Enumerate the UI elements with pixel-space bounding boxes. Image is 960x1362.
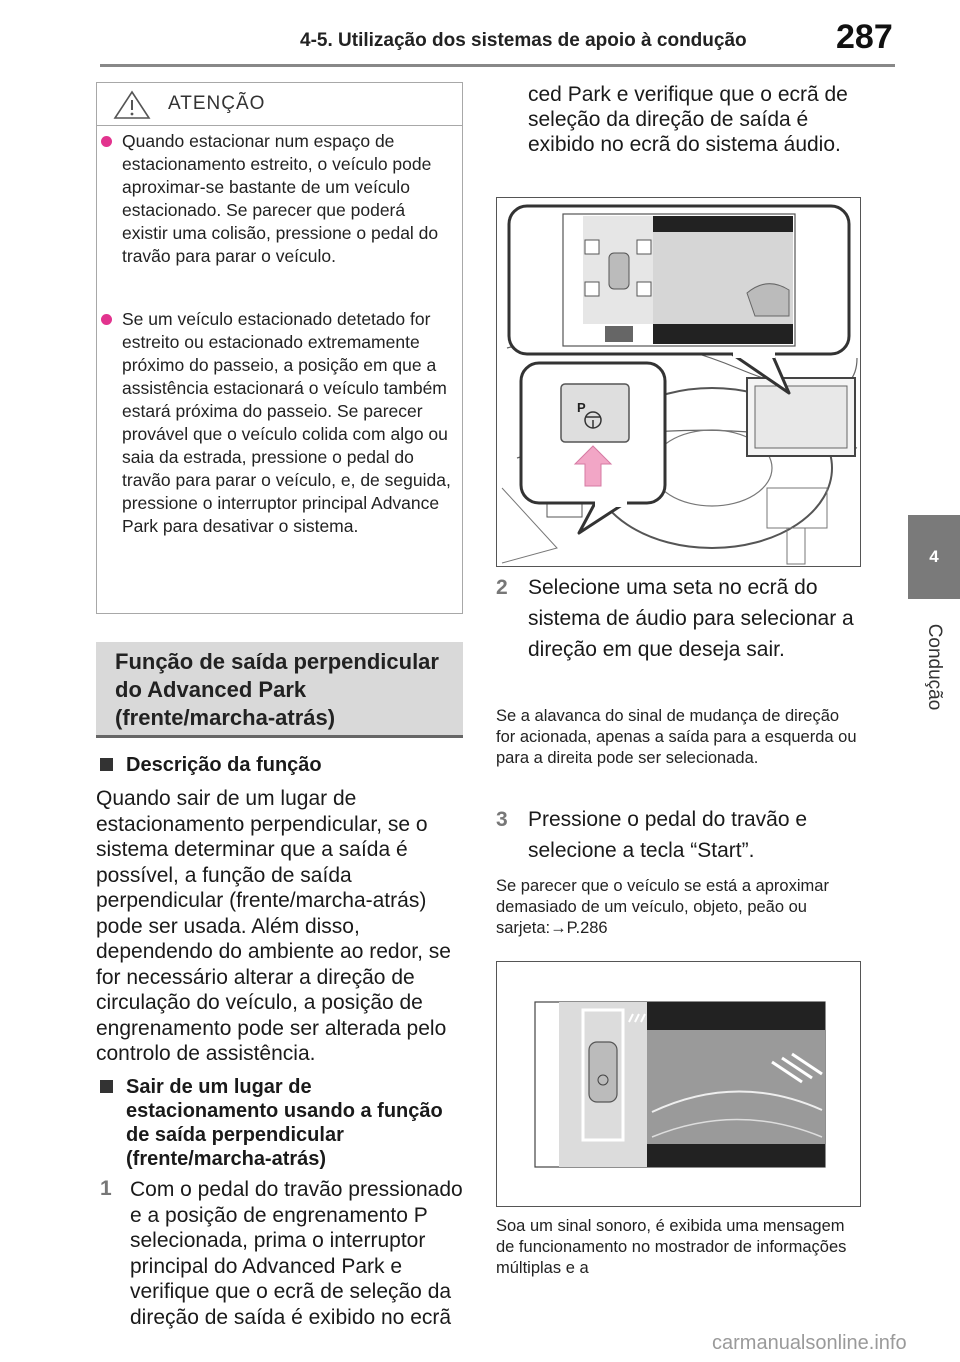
figure-dashboard: P — [496, 197, 861, 567]
header-rule — [100, 64, 895, 67]
chapter-label-text: Condução — [924, 623, 945, 711]
step-1-continuation: ced Park e verifique que o ecrã de seleç… — [528, 83, 848, 156]
section-title: Função de saída perpendicular do Advance… — [115, 649, 439, 730]
warning-item-1: Quando estacionar num espaço de estacion… — [122, 131, 439, 266]
note-turn-signal: Se a alavanca do sinal de mudança de dir… — [496, 707, 857, 767]
step-number-2: 2 — [496, 576, 508, 599]
note-beep: Soa um sinal sonoro, é exibida uma mensa… — [496, 1217, 847, 1277]
camera-screen-illustration — [534, 1001, 826, 1168]
description-text: Quando sair de um lugar de estacionament… — [96, 787, 451, 1065]
step-1-text: Com o pedal do travão pressionado e a po… — [130, 1178, 463, 1329]
running-header: 4-5. Utilização dos sistemas de apoio à … — [300, 30, 747, 51]
figure-camera-screen — [496, 961, 861, 1207]
step-3-text: Pressione o pedal do travão e selecione … — [528, 808, 808, 862]
square-bullet-icon — [100, 758, 113, 771]
figure-p-letter: P — [577, 400, 586, 415]
warning-triangle-icon — [113, 90, 151, 119]
chapter-tab: 4 — [908, 515, 960, 599]
bullet-icon — [101, 136, 112, 147]
square-bullet-icon — [100, 1080, 113, 1093]
step-2-text: Selecione uma seta no ecrã do sistema de… — [528, 576, 854, 661]
chapter-label: Condução — [908, 612, 960, 722]
page-number: 287 — [836, 18, 893, 56]
step-number-1: 1 — [100, 1177, 112, 1200]
warning-item-2: Se um veículo estacionado detetado for e… — [122, 309, 451, 536]
bullet-icon — [101, 314, 112, 325]
subhead-description: Descrição da função — [126, 754, 322, 776]
subhead-exit: Sair de um lugar de estacionamento usand… — [126, 1076, 443, 1170]
warning-title: ATENÇÃO — [168, 93, 266, 114]
section-header: Função de saída perpendicular do Advance… — [96, 642, 463, 738]
warning-header — [96, 82, 463, 126]
watermark: carmanualsonline.info — [712, 1332, 907, 1354]
warning-box — [96, 82, 463, 614]
dashboard-illustration: P — [501, 204, 858, 565]
note-approach: Se parecer que o veículo se está a aprox… — [496, 877, 829, 937]
step-number-3: 3 — [496, 808, 508, 831]
